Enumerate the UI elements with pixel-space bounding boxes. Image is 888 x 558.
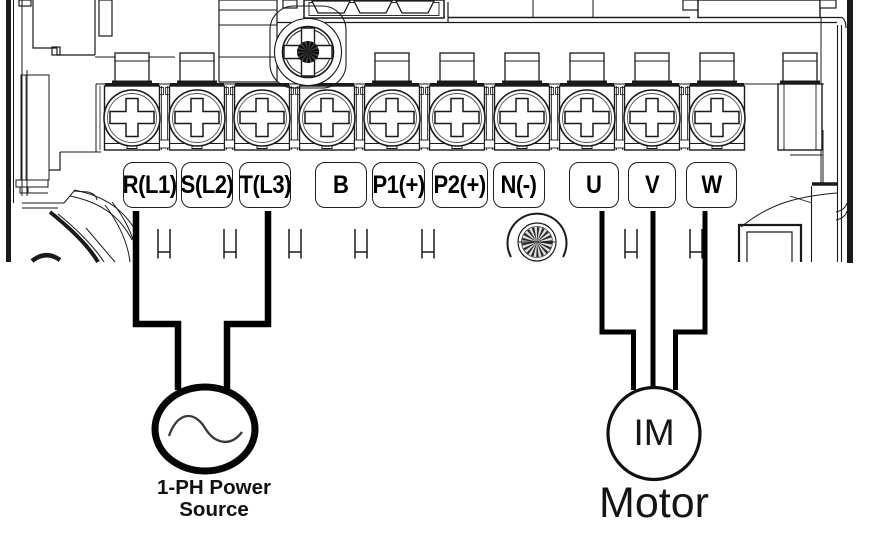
terminal-label-w: W — [686, 162, 737, 208]
vent-block — [282, 0, 445, 19]
power-source-caption-line2: Source — [179, 498, 249, 521]
motor-symbol-text: IM — [633, 412, 675, 453]
cable-slots — [157, 228, 703, 260]
power-source-caption: 1-PH Power Source — [126, 477, 302, 521]
power-source-caption-line1: 1-PH Power — [157, 476, 271, 499]
knurled-screw-icon — [506, 212, 568, 262]
terminal-label-b: B — [315, 162, 367, 208]
terminal-tab — [110, 51, 154, 84]
screw-terminal-icon — [102, 83, 162, 152]
terminal-label-n: N(-) — [493, 162, 545, 208]
terminal-label-u: U — [569, 162, 619, 208]
motor-symbol — [606, 385, 702, 482]
terminal-block — [96, 51, 824, 152]
terminal-end-cap — [777, 83, 823, 151]
terminal-label-s-l2: S(L2) — [181, 162, 234, 208]
motor-caption: Motor — [599, 479, 709, 527]
inverter-case-right — [737, 0, 853, 263]
motor-output-wires — [599, 211, 708, 390]
mounting-screw-icon — [269, 5, 347, 89]
terminal-label-v: V — [628, 162, 676, 208]
power-input-wires — [132, 211, 272, 390]
sine-wave-icon — [167, 415, 243, 443]
case-bracket — [737, 192, 838, 262]
terminal-label-r-l1: R(L1) — [123, 162, 177, 208]
ac-source-symbol — [151, 383, 259, 475]
inverter-case-left — [6, 0, 278, 264]
terminal-label-p2: P2(+) — [432, 162, 488, 208]
terminal-label-t-l3: T(L3) — [239, 162, 291, 208]
terminal-label-p1: P1(+) — [372, 162, 425, 208]
